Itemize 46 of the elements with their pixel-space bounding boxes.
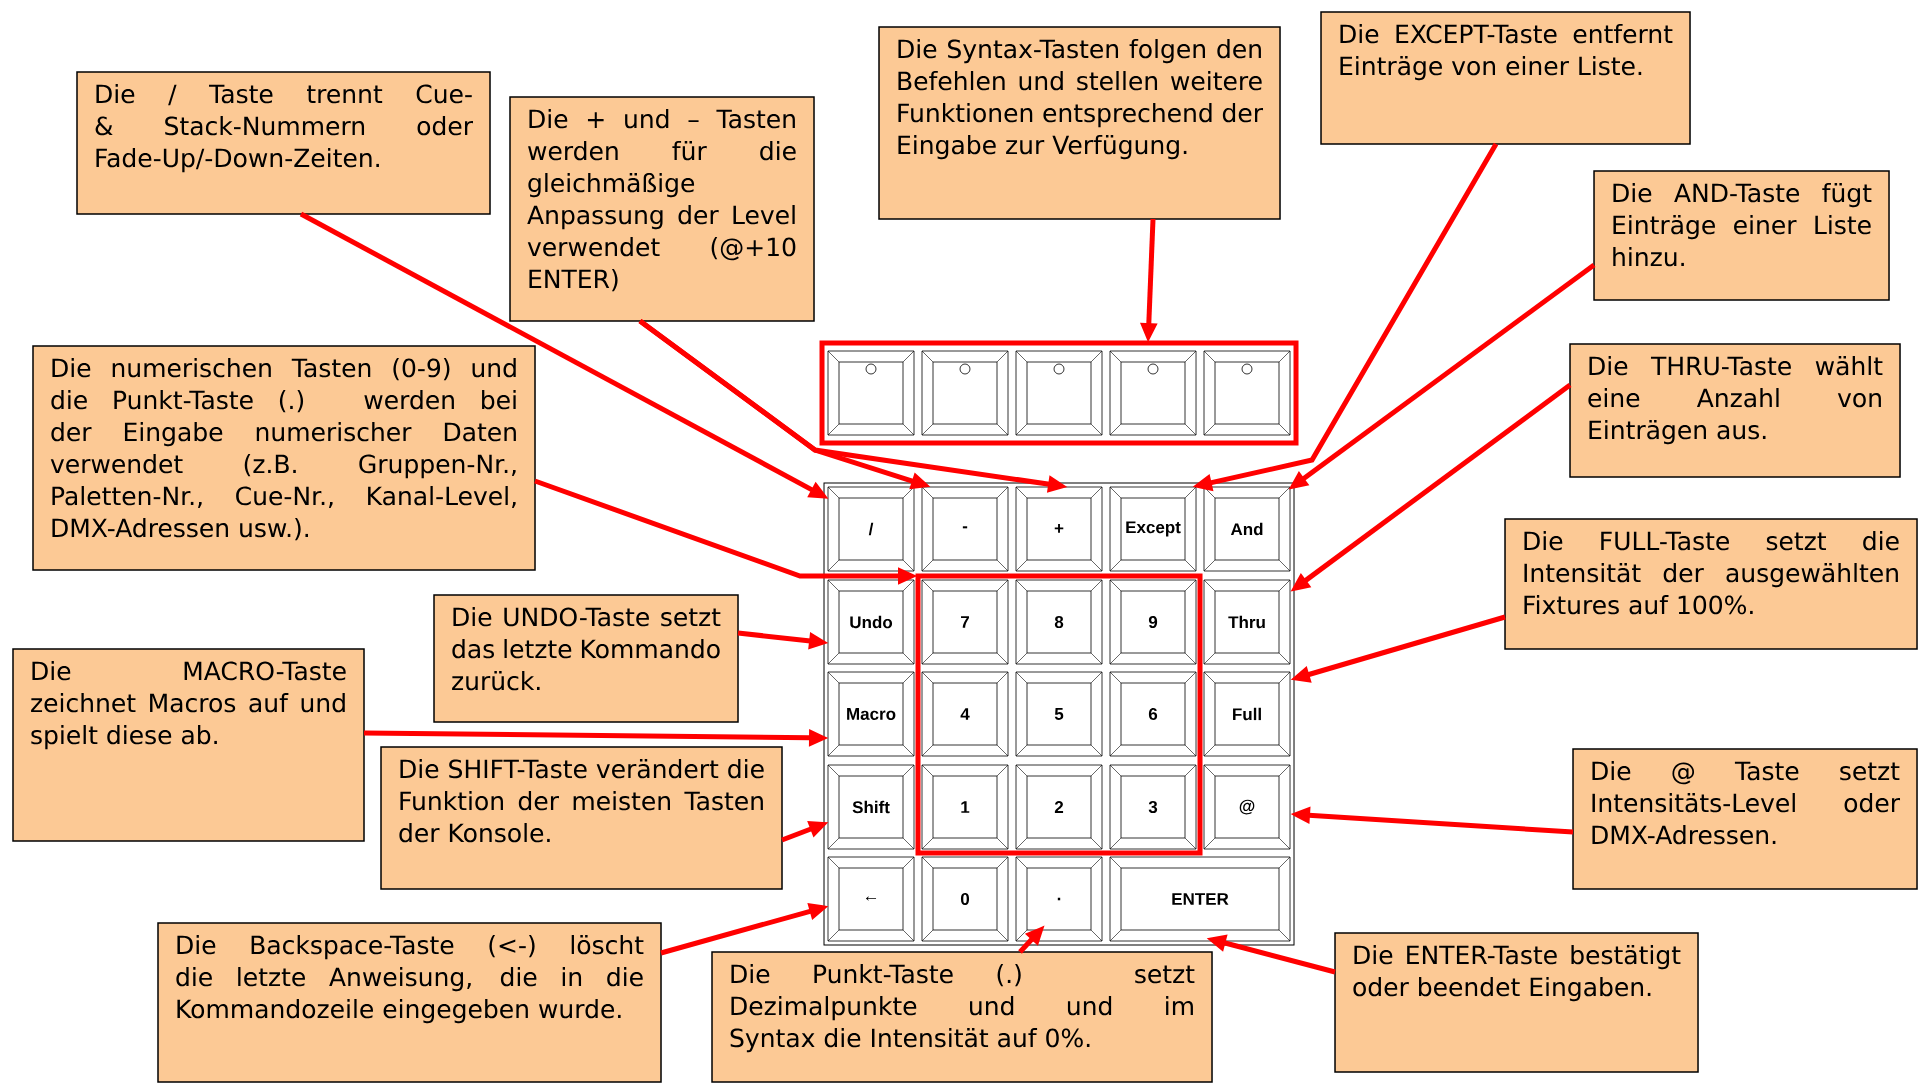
key: Full [1203, 671, 1291, 757]
key: ENTER [1109, 856, 1291, 942]
key: 2 [1015, 764, 1103, 850]
callout-box: Die + und – Tasten werden für die gleichmäßige Anpassung der Level verwendet (@+10 ENTER) [509, 96, 815, 322]
key: + [1015, 486, 1103, 572]
key: 4 [921, 671, 1009, 757]
key: 8 [1015, 579, 1103, 665]
key: / [827, 486, 915, 572]
callout-box: Die @ Taste setzt Intensitäts-Level oder DMX-Adressen. [1572, 748, 1918, 890]
callout-box: Die THRU-Taste wählt eine Anzahl von Einträgen aus. [1569, 343, 1901, 478]
callout-box: Die numerischen Tasten (0-9) und die Punkt-Taste (.) werden bei der Eingabe numerischer Daten verwendet (z.B. Gruppen-Nr., Paletten-Nr., Cue-Nr., Kanal-Level, DMX-Adressen usw.). [32, 345, 536, 571]
callout-box: Die SHIFT-Taste verändert die Funktion der meisten Tasten der Konsole. [380, 746, 783, 890]
key: Thru [1203, 579, 1291, 665]
key [1109, 350, 1197, 436]
key: Undo [827, 579, 915, 665]
key: Except [1109, 486, 1197, 572]
key: ← [827, 856, 915, 942]
key [921, 350, 1009, 436]
callout-box: Die UNDO-Taste setzt das letzte Kommando zurück. [433, 594, 739, 723]
highlight-frame [915, 573, 1203, 856]
callout-box: Die EXCEPT-Taste entfernt Einträge von einer Liste. [1320, 11, 1691, 145]
callout-box: Die ENTER-Taste bestätigt oder beendet Eingaben. [1334, 932, 1699, 1073]
highlight-frame [819, 340, 1299, 446]
key [827, 350, 915, 436]
callout-box: Die Punkt-Taste (.) setzt Dezimalpunkte und und im Syntax die Intensität auf 0%. [711, 951, 1213, 1083]
callout-box: Die Syntax-Tasten folgen den Befehlen und stellen weitere Funktionen entsprechend der Eingabe zur Verfügung. [878, 26, 1281, 220]
callout-box: Die Backspace-Taste (<-) löscht die letzte Anweisung, die in die Kommandozeile eingegeben wurde. [157, 922, 662, 1083]
key: @ [1203, 764, 1291, 850]
key: . [1015, 856, 1103, 942]
key: 9 [1109, 579, 1197, 665]
key: 5 [1015, 671, 1103, 757]
key: And [1203, 486, 1291, 572]
key: 6 [1109, 671, 1197, 757]
callout-box: Die AND-Taste fügt Einträge einer Liste hinzu. [1593, 170, 1890, 301]
key: 3 [1109, 764, 1197, 850]
key: 0 [921, 856, 1009, 942]
callout-box: Die / Taste trennt Cue-& Stack-Nummern oder Fade-Up/-Down-Zeiten. [76, 71, 491, 215]
key [1203, 350, 1291, 436]
key: 7 [921, 579, 1009, 665]
key: 1 [921, 764, 1009, 850]
key: Macro [827, 671, 915, 757]
key: Shift [827, 764, 915, 850]
callout-box: Die MACRO-Taste zeichnet Macros auf und spielt diese ab. [12, 648, 365, 842]
key [1015, 350, 1103, 436]
callout-box: Die FULL-Taste setzt die Intensität der ausgewählten Fixtures auf 100%. [1504, 518, 1918, 650]
key: - [921, 486, 1009, 572]
